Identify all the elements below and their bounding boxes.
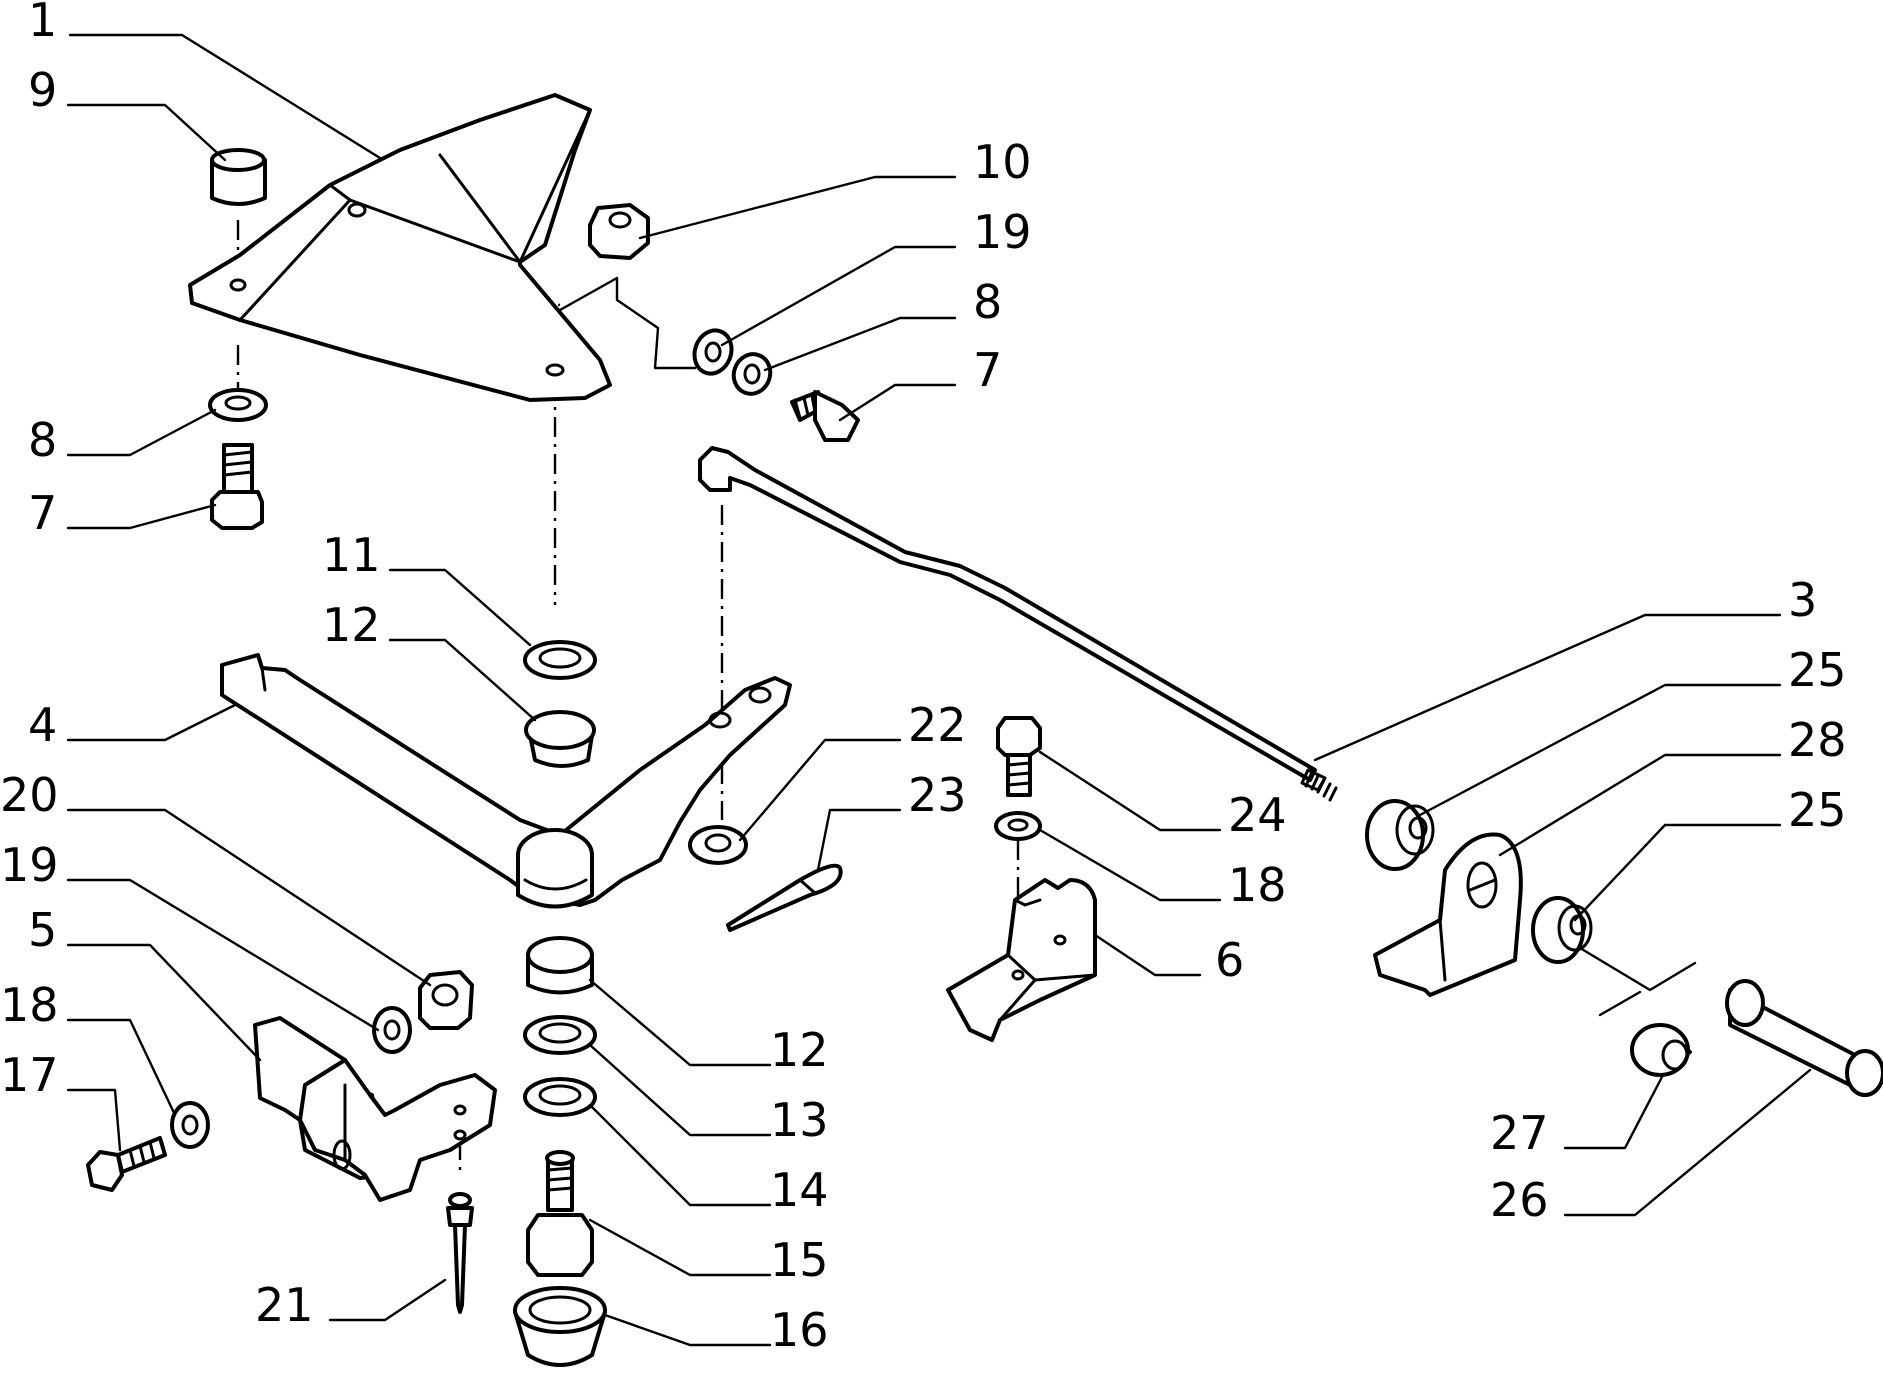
callout-20: 20 [0, 768, 59, 822]
callout-22: 22 [908, 698, 967, 752]
part-25-bushing-upper [1365, 799, 1435, 871]
part-3-shift-rod [698, 446, 1338, 802]
callout-3: 3 [1788, 573, 1817, 627]
part-27-spacer [1630, 1023, 1692, 1077]
callout-23: 23 [908, 768, 967, 822]
callout-16: 16 [770, 1303, 829, 1357]
part-11-washer [523, 640, 597, 680]
callout-5: 5 [28, 903, 57, 957]
callout-12: 12 [770, 1023, 829, 1077]
part-21-rivet [446, 1192, 474, 1314]
part-8-washer-left [208, 388, 268, 422]
part-6-bracket [946, 878, 1097, 1042]
callout-4: 4 [28, 698, 57, 752]
callout-28: 28 [1788, 713, 1847, 767]
callout-9: 9 [28, 63, 57, 117]
part-17-bolt [86, 1136, 167, 1192]
part-8-washer-upper [731, 352, 773, 396]
part-7-bolt-left [210, 443, 264, 530]
callout-18: 18 [0, 978, 59, 1032]
callout-19: 19 [973, 205, 1032, 259]
part-19-washer-left [372, 1006, 412, 1054]
callout-15: 15 [770, 1233, 829, 1287]
callout-18: 18 [1228, 858, 1287, 912]
part-26-tube [1725, 979, 1883, 1097]
callout-27: 27 [1490, 1106, 1549, 1160]
callout-8: 8 [973, 275, 1002, 329]
part-4-selector-lever [220, 653, 792, 909]
callout-25: 25 [1788, 783, 1847, 837]
part-5-bracket [253, 1016, 497, 1202]
part-15-pivot-pin [526, 1150, 594, 1277]
callout-7: 7 [973, 343, 1002, 397]
callout-11: 11 [322, 528, 381, 582]
part-1-mounting-bracket [188, 93, 612, 402]
callout-labels: 1 9 10 19 8 7 8 7 11 12 3 25 28 25 4 22 … [0, 0, 1847, 1357]
callout-1: 1 [28, 0, 57, 47]
part-18-washer-left [170, 1101, 210, 1149]
callout-24: 24 [1228, 788, 1287, 842]
part-19-washer-upper [692, 328, 734, 376]
part-28-bracket [1373, 832, 1523, 997]
part-7-bolt-upper [790, 390, 860, 442]
part-13-washer [523, 1015, 597, 1055]
part-12-bushing-upper [524, 710, 596, 768]
callout-7: 7 [28, 486, 57, 540]
part-25-bushing-lower [1531, 896, 1593, 964]
callout-26: 26 [1490, 1173, 1549, 1227]
leader-lines [66, 33, 1812, 1347]
callout-10: 10 [973, 135, 1032, 189]
part-9-cap [210, 148, 267, 206]
part-23-cotter-pin [726, 863, 843, 932]
callout-14: 14 [770, 1163, 829, 1217]
callout-17: 17 [0, 1048, 59, 1102]
callout-13: 13 [770, 1093, 829, 1147]
part-22-washer [688, 825, 748, 865]
part-12-bushing-lower [526, 936, 594, 995]
callout-21: 21 [255, 1278, 314, 1332]
part-14-washer [523, 1077, 597, 1117]
callout-19: 19 [0, 838, 59, 892]
callout-6: 6 [1215, 933, 1244, 987]
callout-8: 8 [28, 413, 57, 467]
part-20-nut [418, 970, 474, 1030]
callout-12: 12 [322, 598, 381, 652]
part-16-cup [513, 1286, 607, 1367]
part-24-bolt [996, 716, 1042, 797]
callout-25: 25 [1788, 643, 1847, 697]
part-10-nut [588, 203, 650, 260]
part-18-washer-center [994, 811, 1042, 841]
